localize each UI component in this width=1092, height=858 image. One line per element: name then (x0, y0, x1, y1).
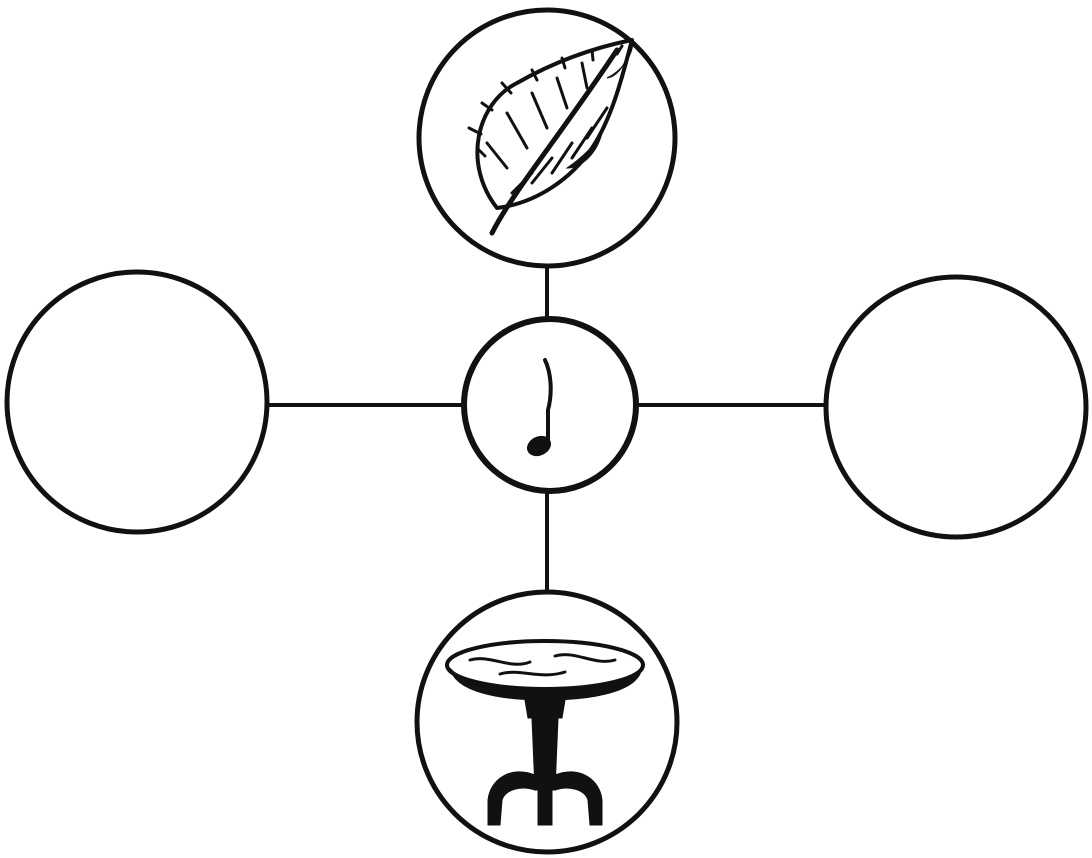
right-node-circle (826, 277, 1086, 537)
top-node (419, 10, 675, 266)
left-node (7, 272, 267, 532)
top-node-circle (419, 10, 675, 266)
bottom-node (417, 592, 677, 852)
center-node (464, 319, 636, 491)
left-node-circle (7, 272, 267, 532)
right-node (826, 277, 1086, 537)
